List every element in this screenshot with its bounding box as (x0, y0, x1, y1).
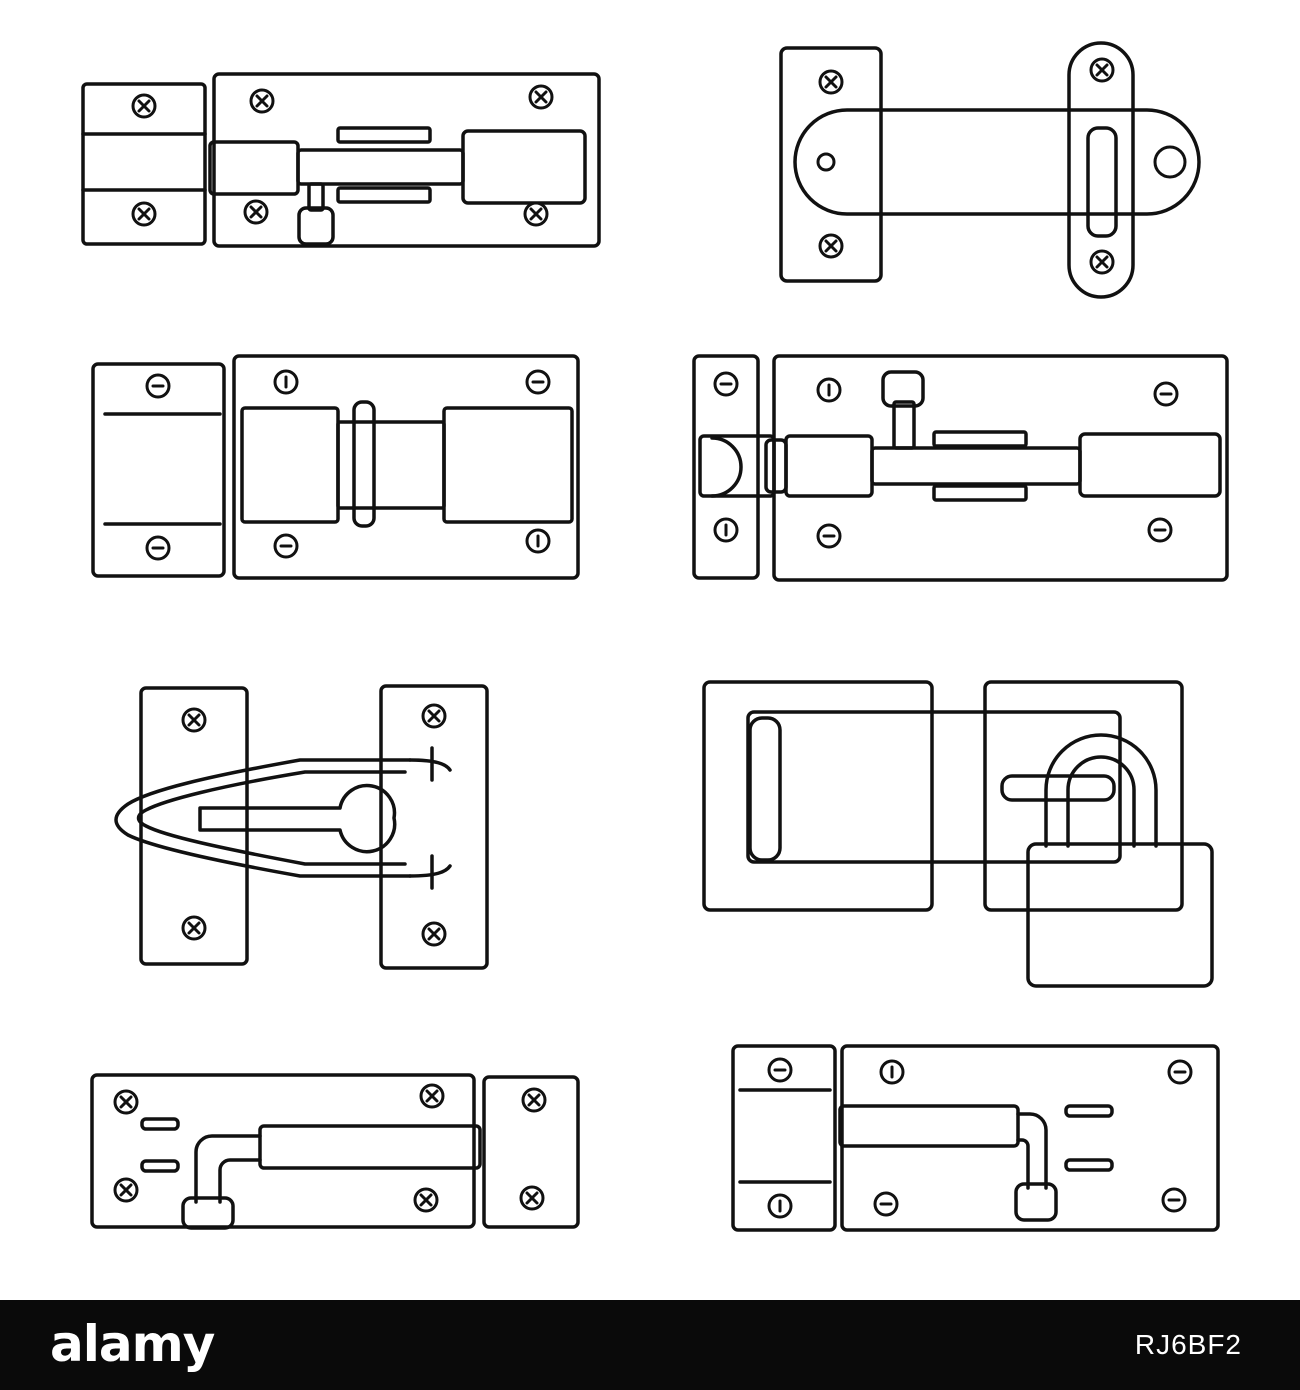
hasp-and-padlock-icon (702, 680, 1214, 988)
image-id: RJ6BF2 (1134, 1329, 1242, 1360)
slide-bolt-latch-icon (81, 72, 601, 248)
footer-bar: alamy RJ6BF2 (0, 1300, 1300, 1390)
knob-barrel-bolt-icon (692, 354, 1229, 582)
brand-logo: alamy (50, 1315, 215, 1373)
swing-bar-door-guard-icon (779, 41, 1201, 299)
latch-illustration-set (81, 41, 1229, 1232)
wire-swing-latch-icon (114, 684, 489, 970)
bent-bolt-latch-icon (731, 1044, 1220, 1232)
barrel-bolt-icon (91, 354, 580, 580)
offset-bolt-latch-icon (90, 1073, 580, 1230)
